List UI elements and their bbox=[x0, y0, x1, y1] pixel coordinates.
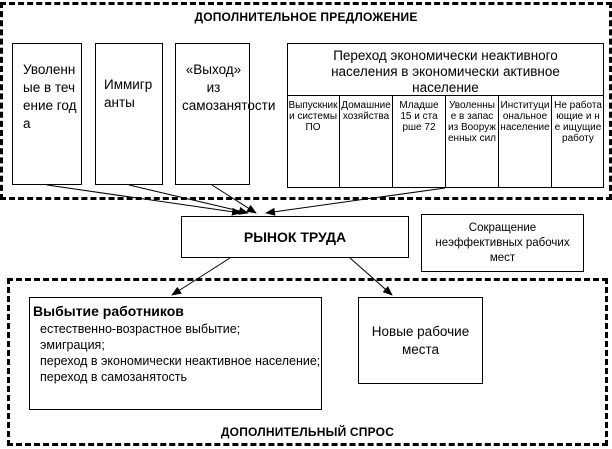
attrition-item-emigration: эмиграция; bbox=[40, 338, 105, 352]
labor-market-label: РЫНОК ТРУДА bbox=[243, 229, 347, 245]
new-jobs-box: Новые рабочие места bbox=[358, 297, 483, 384]
arrow-market-to-attrition bbox=[171, 257, 231, 296]
transition-groups: Выпускники системы ПО Домашние хозяйства… bbox=[287, 95, 604, 188]
labor-market-box: РЫНОК ТРУДА bbox=[181, 216, 409, 258]
supply-box-dismissed: Уволенные в течение года bbox=[12, 43, 82, 185]
attrition-list: естественно-возрастное выбытие; эмиграци… bbox=[30, 319, 321, 385]
job-reduction-label: Сокращение неэффективных рабочих мест bbox=[435, 221, 570, 264]
supply-box-immigrants: Иммигранты bbox=[95, 43, 163, 185]
job-reduction-box: Сокращение неэффективных рабочих мест bbox=[421, 214, 584, 272]
attrition-box: Выбытие работников естественно-возрастно… bbox=[29, 297, 322, 410]
supply-title: ДОПОЛНИТЕЛЬНОЕ ПРЕДЛОЖЕНИЕ bbox=[194, 10, 418, 24]
arrow-market-to-new-jobs bbox=[349, 257, 393, 296]
group-households: Домашние хозяйства bbox=[340, 95, 393, 188]
arrow-selfemp-to-market bbox=[211, 184, 257, 214]
arrow-dismissed-to-market bbox=[46, 184, 242, 216]
attrition-item-age: естественно-возрастное выбытие; bbox=[40, 322, 241, 336]
supply-box-self-employment-exit-label: «Выход» из самозанятости bbox=[182, 62, 276, 113]
group-military: Уволенные в запас из Вооруженных сил bbox=[446, 95, 499, 188]
attrition-title: Выбытие работников bbox=[33, 303, 184, 319]
attrition-item-self-employment: переход в самозанятость bbox=[40, 370, 188, 384]
attrition-item-inactive: переход в экономически неактивное населе… bbox=[40, 354, 321, 368]
transition-title: Переход экономически неактивного населен… bbox=[331, 48, 560, 95]
arrow-transition-to-market bbox=[265, 187, 446, 216]
supply-box-self-employment-exit: «Выход» из самозанятости bbox=[175, 43, 276, 185]
arrow-immigrants-to-market bbox=[128, 184, 249, 215]
group-institutional: Институциональное население bbox=[499, 95, 552, 188]
supply-box-immigrants-label: Иммигранты bbox=[104, 77, 153, 110]
supply-region bbox=[0, 2, 612, 200]
supply-box-dismissed-label: Уволенные в течение года bbox=[23, 62, 77, 131]
demand-region bbox=[7, 278, 608, 446]
group-inactive: Не работающие и не ищущие работу bbox=[552, 95, 604, 188]
group-age: Младше 15 и старше 72 bbox=[393, 95, 446, 188]
group-graduates: Выпускники системы ПО bbox=[287, 95, 340, 188]
demand-title: ДОПОЛНИТЕЛЬНЫЙ СПРОС bbox=[220, 425, 395, 439]
new-jobs-label: Новые рабочие места bbox=[371, 323, 470, 357]
